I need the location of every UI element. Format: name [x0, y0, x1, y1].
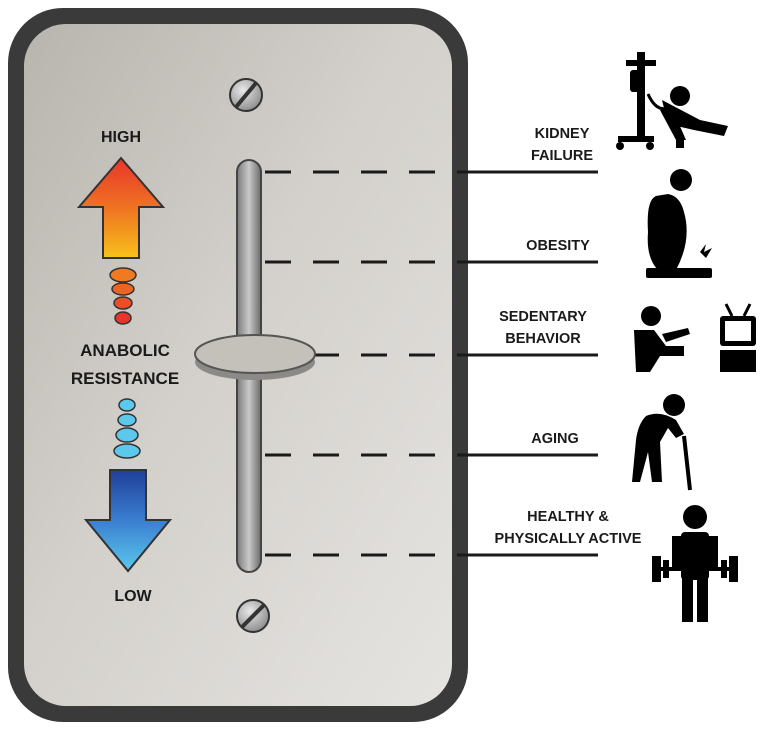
level-label-line1: HEALTHY &	[527, 509, 609, 525]
level-marker: SEDENTARY BEHAVIOR	[265, 309, 598, 357]
top-screw-icon	[229, 78, 263, 112]
level-label-line1: OBESITY	[526, 238, 590, 254]
level-marker: OBESITY	[265, 238, 598, 264]
high-label: HIGH	[101, 129, 141, 146]
level-label-line2: FAILURE	[531, 148, 593, 164]
dialysis-patient-icon	[616, 52, 728, 150]
high-arrow-icon	[76, 156, 166, 259]
level-label-line1: AGING	[531, 431, 579, 447]
level-label-line2: BEHAVIOR	[505, 331, 581, 347]
level-marker: AGING	[265, 431, 598, 457]
low-dots	[113, 398, 141, 459]
weightlifter-icon	[652, 505, 738, 622]
person-watching-tv-icon	[634, 303, 756, 372]
low-label: LOW	[114, 588, 152, 605]
high-dots	[109, 267, 137, 325]
low-arrow-icon	[83, 469, 173, 573]
center-label-line1: ANABOLIC	[80, 341, 170, 360]
slider-knob[interactable]	[194, 334, 316, 380]
bottom-screw-icon	[236, 599, 270, 633]
level-marker: HEALTHY & PHYSICALLY ACTIVE	[265, 509, 642, 557]
elderly-person-with-cane-icon	[632, 394, 692, 491]
level-marker: KIDNEY FAILURE	[265, 126, 598, 174]
level-label-line2: PHYSICALLY ACTIVE	[495, 531, 642, 547]
center-label-line2: RESISTANCE	[71, 369, 179, 388]
level-markers: KIDNEY FAILURE OBESITY SEDENTARY BEHAVIOR AGI…	[265, 126, 642, 557]
level-label-line1: KIDNEY	[535, 126, 590, 142]
level-label-line1: SEDENTARY	[499, 309, 587, 325]
obese-person-on-scale-icon	[646, 169, 712, 278]
